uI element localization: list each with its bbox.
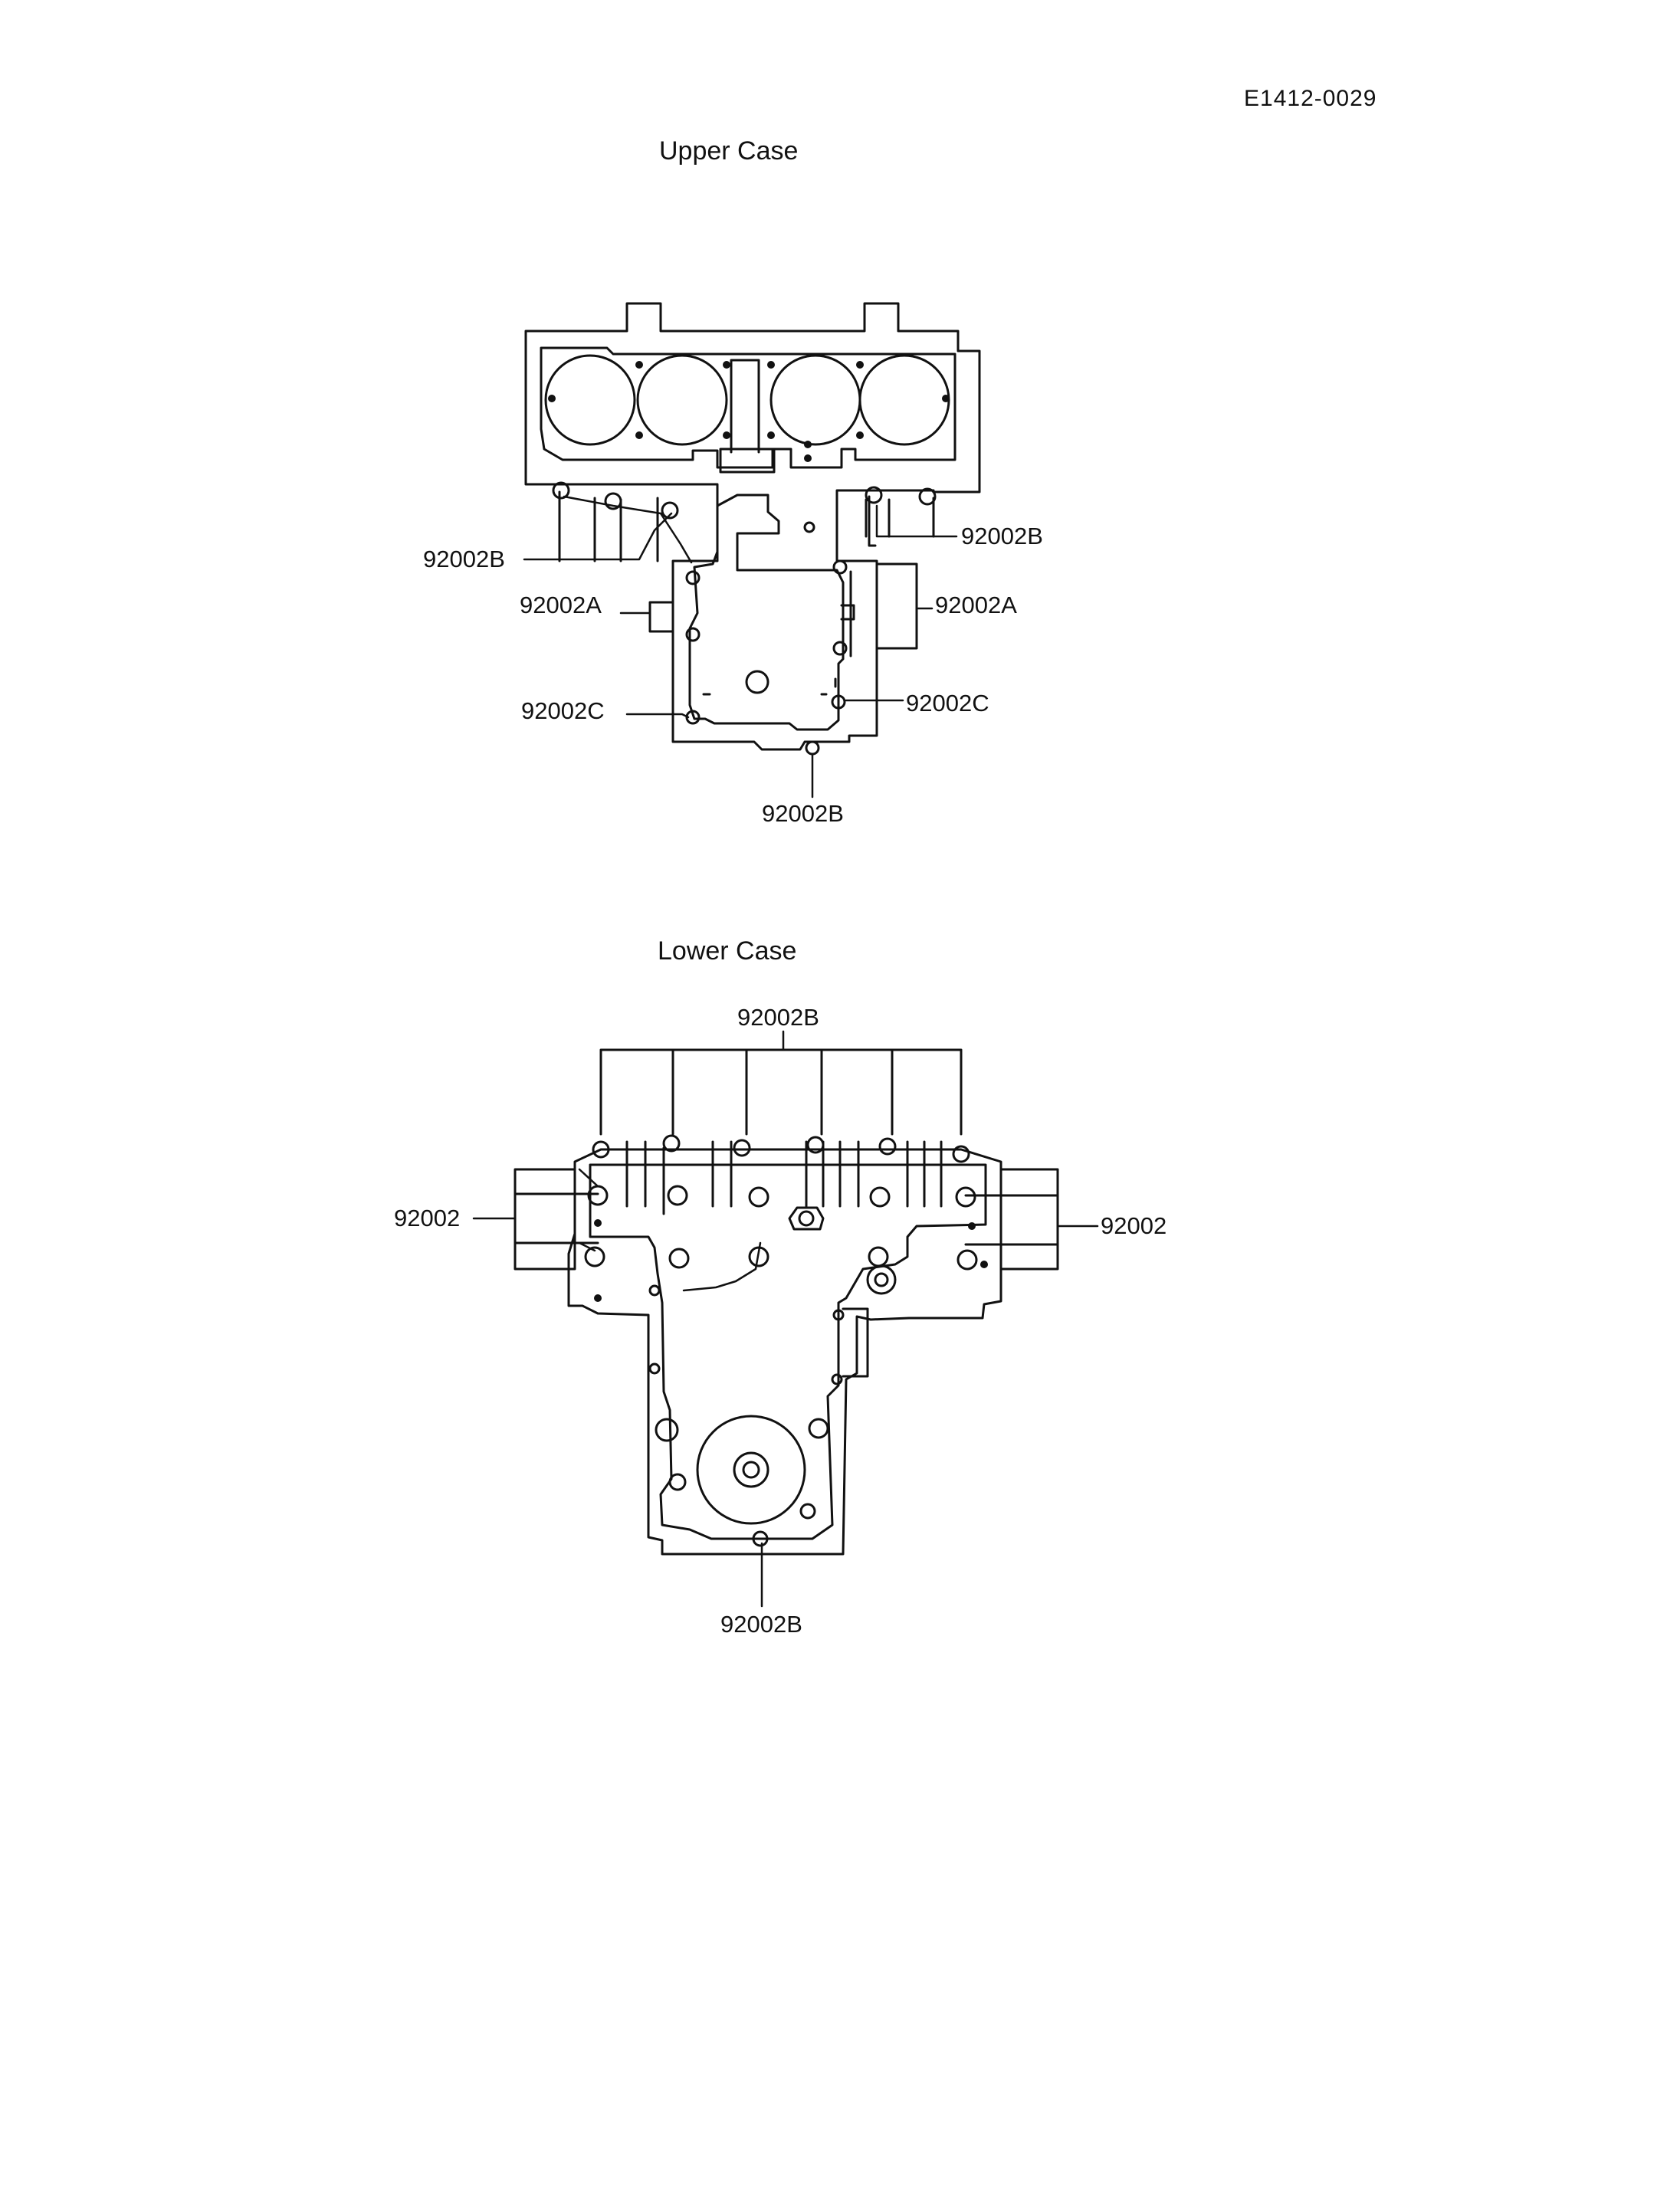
lower-small-dots <box>594 1219 988 1302</box>
upper-bolt-holes <box>548 361 950 462</box>
lower-perimeter-holes <box>650 1286 843 1384</box>
oil-passage <box>805 523 814 532</box>
upper-callout-left-b: 92002B <box>423 546 505 572</box>
upper-drain-hole <box>746 671 768 693</box>
upper-callout-right-a: 92002A <box>935 592 1017 618</box>
lower-boss-right <box>809 1419 828 1438</box>
lower-case-title: Lower Case <box>658 936 797 966</box>
upper-case-outline <box>526 303 979 749</box>
upper-callout-right-b: 92002B <box>961 523 1043 549</box>
lower-inner-gasket <box>590 1165 986 1539</box>
upper-right-boss <box>842 564 917 648</box>
upper-pan-gasket <box>690 495 843 730</box>
upper-crankcase <box>526 303 979 754</box>
lower-right-side-boss <box>843 1309 868 1376</box>
lower-right-pad <box>966 1169 1058 1269</box>
cam-chain-tunnel <box>731 360 759 452</box>
upper-left-boss <box>650 602 673 631</box>
cylinder-bore-3 <box>771 356 860 444</box>
upper-callout-right-c: 92002C <box>906 690 989 716</box>
lower-left-pad <box>515 1169 598 1269</box>
lower-boss-right-small <box>801 1504 815 1518</box>
lower-top-saddles <box>601 1050 961 1134</box>
breather-cover <box>720 449 774 472</box>
cylinder-bore-4 <box>860 356 949 444</box>
lower-center-hole <box>799 1212 813 1225</box>
strainer-cover-outer <box>697 1416 805 1523</box>
lower-crankcase <box>515 1050 1058 1554</box>
upper-callout-left-a: 92002A <box>520 592 602 618</box>
cylinder-bore-2 <box>638 356 727 444</box>
lower-callout-top-b: 92002B <box>737 1004 819 1031</box>
upper-dowel-holes <box>553 483 935 754</box>
strainer-cover-center <box>743 1462 759 1477</box>
upper-bore-gasket <box>541 348 955 467</box>
upper-ribs <box>559 492 934 561</box>
upper-case-title: Upper Case <box>659 136 799 166</box>
cylinder-bore-1 <box>546 356 635 444</box>
figure-id: E1412-0029 <box>1244 86 1377 111</box>
upper-tick-marks <box>704 679 835 694</box>
upper-right-channel <box>851 497 875 656</box>
lower-leader-lines <box>474 1031 1098 1606</box>
lower-boss-left-small <box>670 1474 685 1490</box>
lower-callout-right: 92002 <box>1101 1212 1167 1239</box>
lower-callout-bottom-b: 92002B <box>720 1611 802 1638</box>
lower-bearing-slots <box>627 1142 941 1214</box>
lower-bottom-dowel <box>753 1532 767 1546</box>
lower-center-boss <box>789 1208 823 1229</box>
lower-boss-left <box>656 1419 678 1441</box>
upper-callout-left-c: 92002C <box>521 697 605 724</box>
lower-callout-left: 92002 <box>394 1205 461 1231</box>
upper-callout-bottom-b: 92002B <box>762 800 844 827</box>
lower-bolt-holes <box>586 1136 976 1294</box>
strainer-cover-inner <box>734 1453 768 1487</box>
lower-case-outline <box>569 1149 1001 1554</box>
upper-leader-lines <box>524 497 956 797</box>
